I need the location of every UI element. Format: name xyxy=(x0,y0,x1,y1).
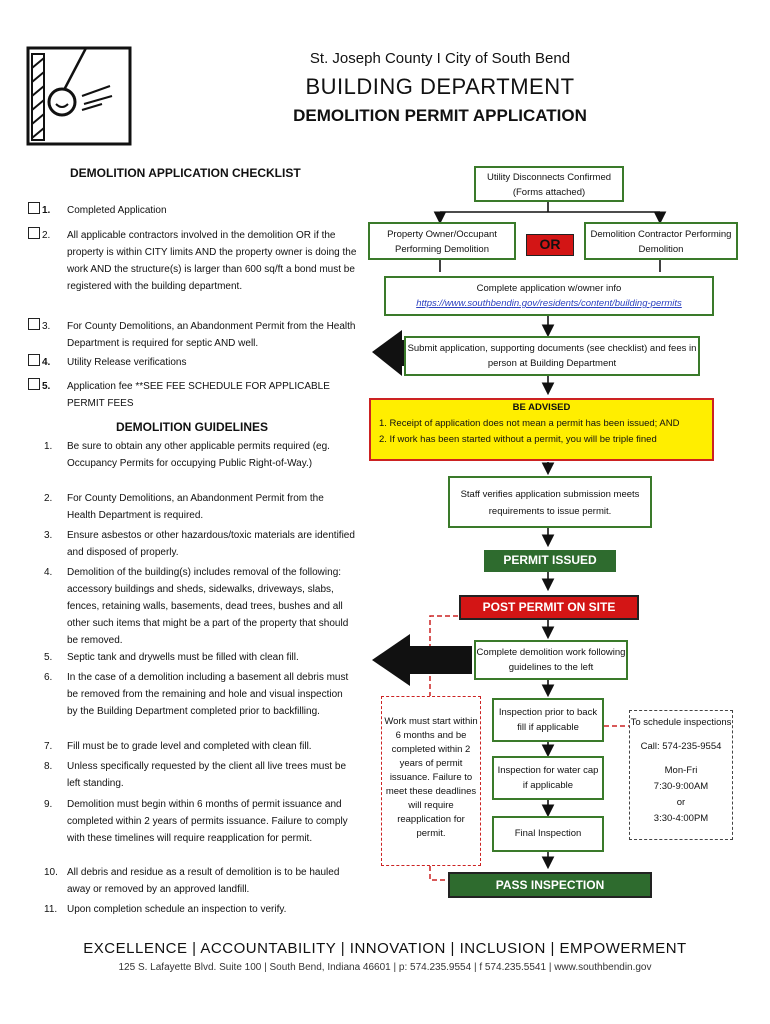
permits-link[interactable]: https://www.southbendin.gov/residents/co… xyxy=(416,298,682,309)
checklist-item: 4. Utility Release verifications xyxy=(28,354,187,371)
checkbox[interactable] xyxy=(28,354,40,366)
checkbox[interactable] xyxy=(28,318,40,330)
or-badge: OR xyxy=(526,234,574,256)
schedule-days: Mon-Fri xyxy=(664,765,698,776)
schedule-morning: 7:30-9:00AM xyxy=(653,781,709,792)
guidelines-title: DEMOLITION GUIDELINES xyxy=(116,420,269,434)
footer-address: 125 S. Lafayette Blvd. Suite 100 | South… xyxy=(118,962,652,973)
be-advised-box: BE ADVISED 1. Receipt of application doe… xyxy=(369,398,714,461)
schedule-title: To schedule inspections xyxy=(630,717,732,728)
left-arrow-icon xyxy=(372,634,472,686)
schedule-afternoon: 3:30-4:00PM xyxy=(653,813,709,824)
complete-application-box: Complete application w/owner info https:… xyxy=(384,276,714,316)
city-logo xyxy=(26,46,132,146)
utility-disconnects-box: Utility Disconnects Confirmed (Forms att… xyxy=(474,166,624,202)
final-inspection-box: Final Inspection xyxy=(492,816,604,852)
schedule-phone: Call: 574-235-9554 xyxy=(640,741,722,752)
complete-work-box: Complete demolition work following guide… xyxy=(474,640,628,680)
checklist-item: 3. For County Demolitions, an Abandonmen… xyxy=(28,318,355,349)
department-name: BUILDING DEPARTMENT xyxy=(305,74,575,99)
post-permit-bar: POST PERMIT ON SITE xyxy=(459,595,639,620)
footer-values: EXCELLENCE | ACCOUNTABILITY | INNOVATION… xyxy=(83,940,687,957)
page-title: DEMOLITION PERMIT APPLICATION xyxy=(293,106,587,125)
submit-application-box: Submit application, supporting documents… xyxy=(404,336,700,376)
staff-verifies-box: Staff verifies application submission me… xyxy=(448,476,652,528)
backfill-inspection-box: Inspection prior to back fill if applica… xyxy=(492,698,604,742)
contractor-demolition-box: Demolition Contractor Performing Demolit… xyxy=(584,222,738,260)
schedule-inspections-box: To schedule inspections Call: 574-235-95… xyxy=(629,710,733,840)
checklist-title: DEMOLITION APPLICATION CHECKLIST xyxy=(70,166,301,180)
org-name: St. Joseph County I City of South Bend xyxy=(309,50,571,67)
checklist-item: 5. Application fee **SEE FEE SCHEDULE FO… xyxy=(28,378,330,409)
left-arrow-icon xyxy=(372,330,412,376)
be-advised-title: BE ADVISED xyxy=(512,402,571,413)
be-advised-line-2: 2. If work has been started without a pe… xyxy=(379,434,657,445)
checkbox[interactable] xyxy=(28,227,40,239)
checklist-item: 1. Completed Application xyxy=(28,202,167,219)
checkbox[interactable] xyxy=(28,202,40,214)
permit-issued-bar: PERMIT ISSUED xyxy=(484,550,616,572)
schedule-or: or xyxy=(676,797,686,808)
checklist-item: 2. All applicable contractors involved i… xyxy=(28,227,356,292)
complete-application-text: Complete application w/owner info xyxy=(476,283,622,294)
checkbox[interactable] xyxy=(28,378,40,390)
pass-inspection-bar: PASS INSPECTION xyxy=(448,872,652,898)
owner-demolition-box: Property Owner/Occupant Performing Demol… xyxy=(368,222,516,260)
work-deadline-box: Work must start within 6 months and be c… xyxy=(381,696,481,866)
water-cap-inspection-box: Inspection for water cap if applicable xyxy=(492,756,604,800)
be-advised-line-1: 1. Receipt of application does not mean … xyxy=(379,418,680,429)
